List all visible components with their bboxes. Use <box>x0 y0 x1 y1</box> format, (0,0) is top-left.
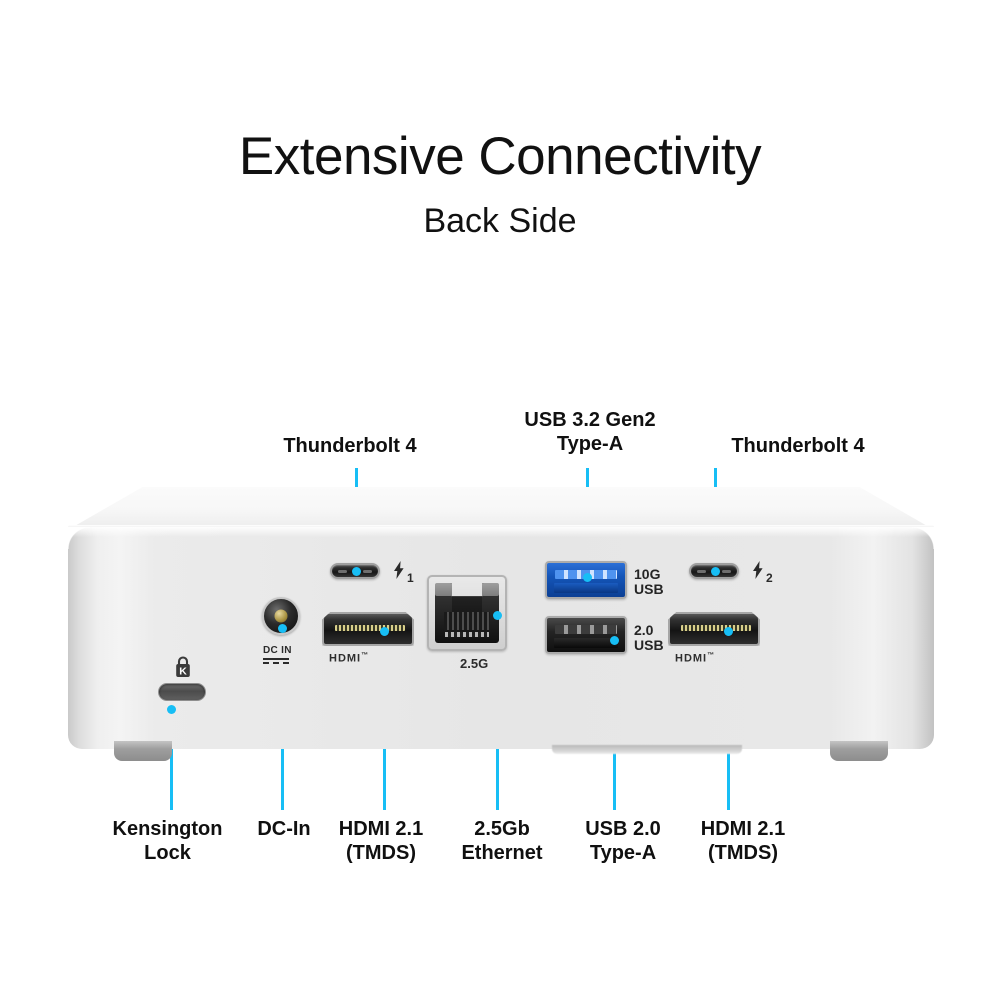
usb-20-type-a-port[interactable] <box>545 616 627 654</box>
rj45-connector[interactable] <box>427 575 507 651</box>
hdmi-marking-right: HDMI™ <box>675 652 714 665</box>
usb-10g-marking: 10G USB <box>634 566 664 598</box>
callout-line-kensington <box>170 712 173 810</box>
label-usb-32-gen2-type-a: USB 3.2 Gen2 Type-A <box>524 409 656 456</box>
label-thunderbolt-4-right: Thunderbolt 4 <box>731 435 865 457</box>
label-usb-20-type-a: USB 2.0 Type-A <box>585 818 661 865</box>
rj45-pins <box>445 632 489 637</box>
dc-power-symbol <box>263 658 289 666</box>
page-title: Extensive Connectivity <box>238 127 762 186</box>
hdmi-pins-right <box>681 625 751 631</box>
hdmi-trademark-right: ™ <box>707 652 715 659</box>
chassis-bottom-shadow <box>552 745 742 754</box>
callout-dot-thunderbolt-right <box>711 567 720 576</box>
label-dc-in: DC-In <box>257 818 311 840</box>
chassis-corner-right <box>912 527 934 549</box>
callout-dot-kensington <box>167 705 176 714</box>
callout-dot-dc-in <box>278 624 287 633</box>
callout-dot-thunderbolt-left <box>352 567 361 576</box>
kensington-lock-slot[interactable] <box>158 683 206 701</box>
callout-dot-usb20 <box>610 636 619 645</box>
hdmi-connector-left[interactable] <box>322 612 414 646</box>
hdmi-trademark-left: ™ <box>361 652 369 659</box>
hdmi-wordmark-left: HDMI <box>329 652 362 665</box>
usb-a-cavity-20 <box>554 638 618 648</box>
page-subtitle: Back Side <box>423 202 577 241</box>
chassis-top-face <box>68 487 934 528</box>
hdmi-21-port-right[interactable] <box>668 612 760 646</box>
hdmi-wordmark-right: HDMI <box>675 652 708 665</box>
mini-pc-chassis: K DC IN 1 HDMI™ <box>68 487 934 761</box>
usb-a-cavity-10g <box>554 583 618 593</box>
label-ethernet: 2.5Gb Ethernet <box>461 818 543 865</box>
chassis-foot-right <box>830 741 888 761</box>
label-hdmi-21-left: HDMI 2.1 (TMDS) <box>338 818 424 865</box>
kensington-k-glyph: K <box>179 666 187 678</box>
hdmi-pins-left <box>335 625 405 631</box>
callout-dot-hdmi-left <box>380 627 389 636</box>
usb-a-contact-bar-20 <box>555 625 617 634</box>
usb-20-marking: 2.0 USB <box>634 622 664 654</box>
callout-dot-hdmi-right <box>724 627 733 636</box>
thunderbolt-bolt-icon-left <box>393 561 405 579</box>
chassis-foot-left <box>114 741 172 761</box>
usb-a-connector-20[interactable] <box>545 616 627 654</box>
heading-block: Extensive Connectivity Back Side <box>0 127 1000 241</box>
callout-dot-ethernet <box>493 611 502 620</box>
hdmi-21-port-left[interactable] <box>322 612 414 646</box>
callout-dot-usb32 <box>583 573 592 582</box>
hdmi-connector-right[interactable] <box>668 612 760 646</box>
rj45-fins <box>444 612 490 630</box>
ethernet-port-25g[interactable] <box>427 575 507 651</box>
dc-in-marking: DC IN <box>263 645 292 656</box>
label-hdmi-21-right: HDMI 2.1 (TMDS) <box>700 818 786 865</box>
ethernet-speed-marking: 2.5G <box>460 656 489 671</box>
hdmi-marking-left: HDMI™ <box>329 652 368 665</box>
kensington-slot-opening[interactable] <box>158 683 206 701</box>
chassis-corner-left <box>68 527 90 549</box>
rj45-clip-right <box>482 583 499 596</box>
thunderbolt-index-right: 2 <box>766 571 773 585</box>
label-kensington-lock: Kensington Lock <box>112 818 223 865</box>
label-thunderbolt-4-left: Thunderbolt 4 <box>283 435 417 457</box>
thunderbolt-index-left: 1 <box>407 571 414 585</box>
rj45-clip-left <box>435 583 452 596</box>
kensington-lock-icon: K <box>173 655 193 679</box>
thunderbolt-bolt-icon-right <box>752 561 764 579</box>
